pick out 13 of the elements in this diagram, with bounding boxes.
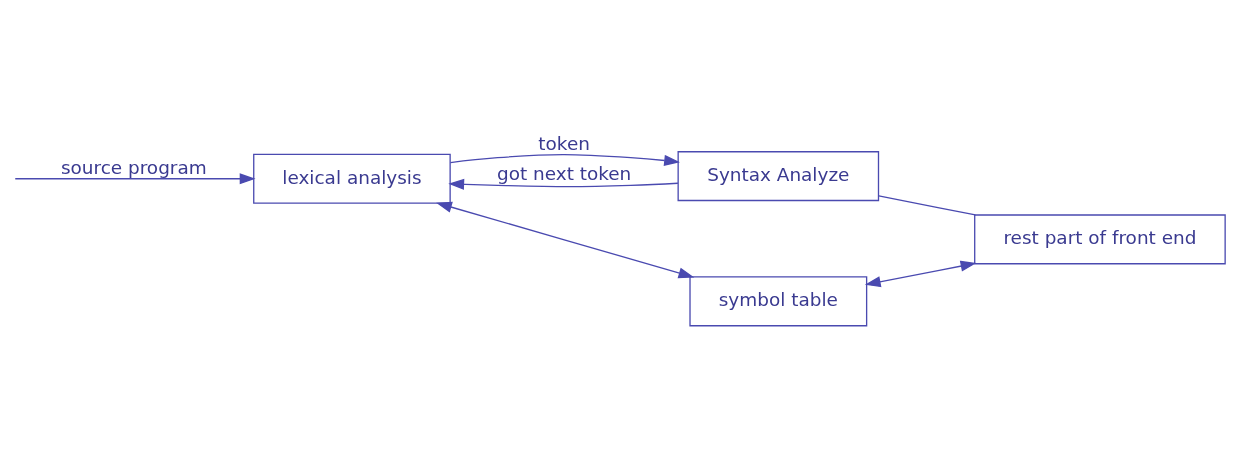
edge-label: token xyxy=(538,133,590,155)
node-box: Syntax Analyze xyxy=(677,151,880,202)
edge-label: got next token xyxy=(496,163,632,185)
node-box: rest part of front end xyxy=(974,214,1226,265)
node-box: lexical analysis xyxy=(253,153,451,204)
arrow xyxy=(448,178,679,190)
connector xyxy=(878,195,976,216)
arrow xyxy=(864,260,977,288)
node-box: symbol table xyxy=(689,276,868,327)
arrow xyxy=(14,173,256,185)
arrow xyxy=(449,154,680,166)
edge-label: source program xyxy=(60,156,207,178)
arrow xyxy=(436,201,695,279)
